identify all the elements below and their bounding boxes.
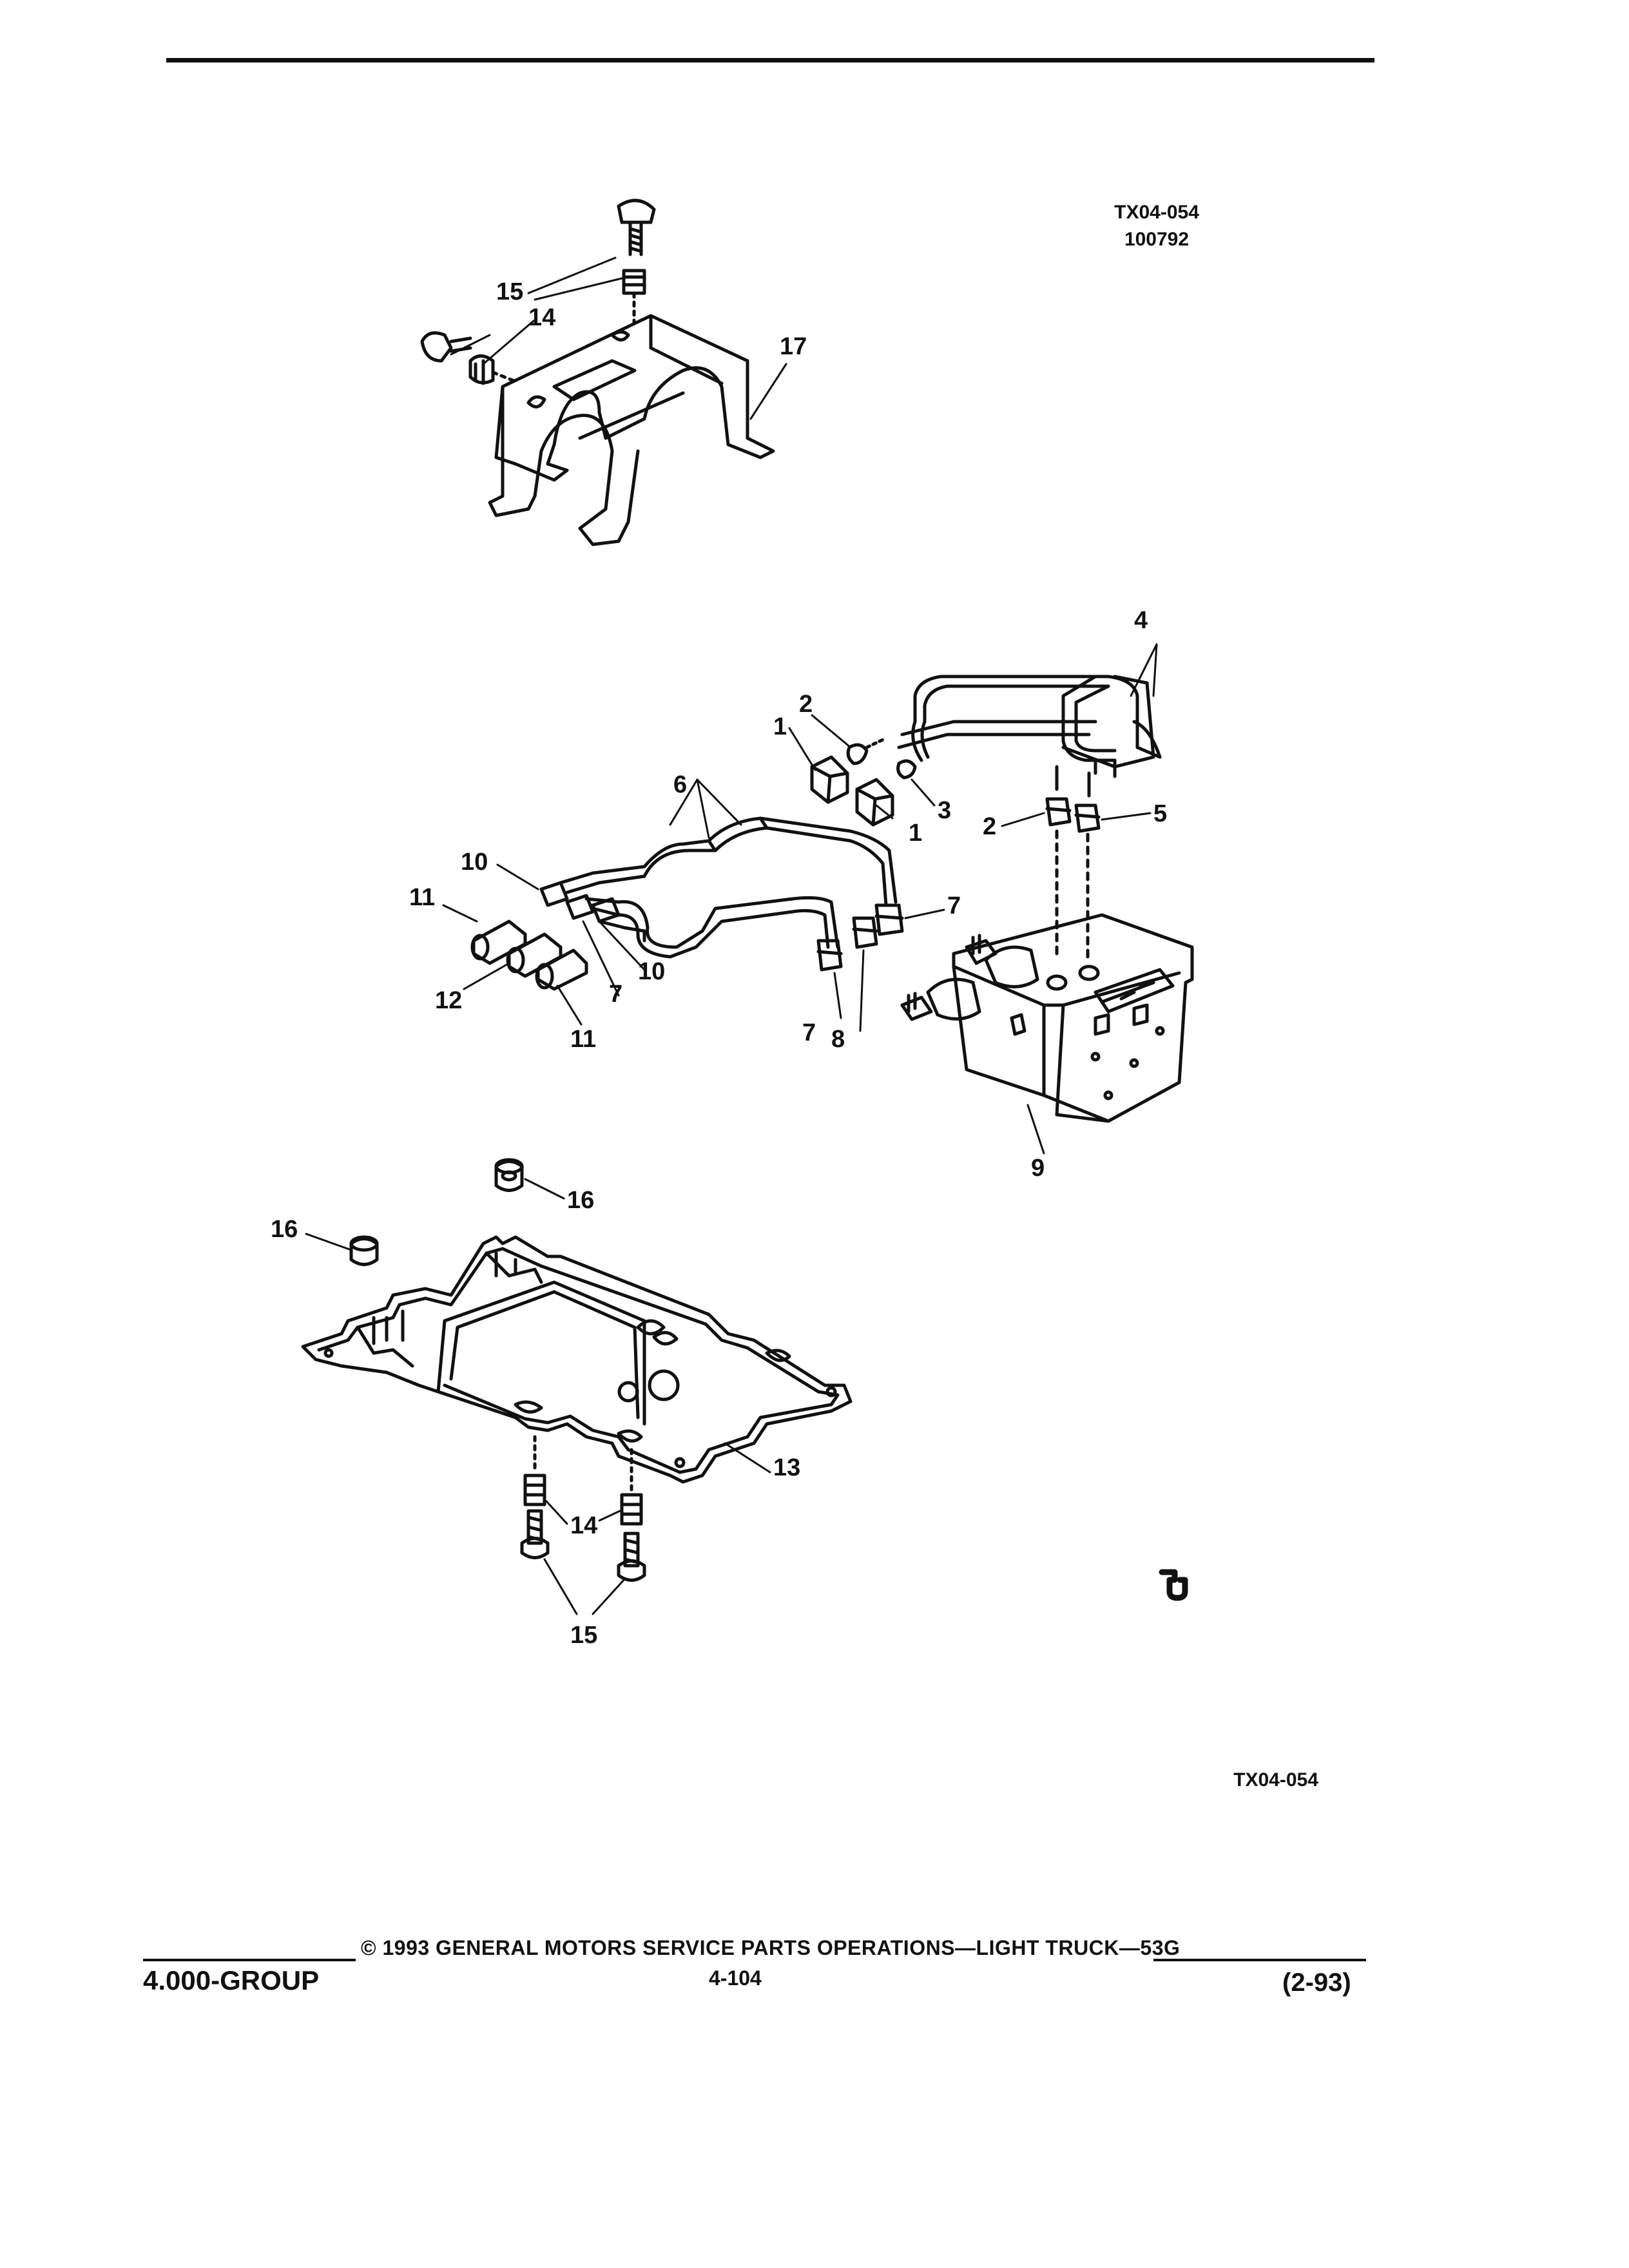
callout-14-top: 14 (528, 304, 555, 331)
fitting-2-mid (1045, 797, 1072, 827)
bracket-nut-14-side (468, 354, 517, 385)
callout-15-top: 15 (496, 278, 523, 305)
illustration-date: 100792 (1124, 229, 1190, 250)
callout-12: 12 (435, 987, 462, 1014)
fitting-8 (852, 916, 878, 949)
callout-4: 4 (1134, 607, 1148, 634)
top-rule (166, 58, 1374, 62)
fitting-10-lower (591, 897, 621, 923)
plate-nut-14-right (620, 1448, 643, 1526)
bracket-nut-14-top (622, 269, 646, 324)
callout-1-upper: 1 (773, 713, 787, 740)
grommet-16-left (349, 1235, 379, 1266)
callout-3: 3 (938, 797, 951, 824)
tube-nut-1-lower (855, 778, 894, 827)
callout-11-left: 11 (409, 884, 435, 911)
fitting-7-left (565, 894, 595, 920)
callout-16-top: 16 (567, 1187, 594, 1214)
callout-8: 8 (831, 1026, 845, 1053)
brake-pipes-6 (559, 816, 898, 959)
plate-nut-14-left (523, 1435, 546, 1506)
tube-nut-1-upper (810, 755, 849, 804)
callout-14-bottom: 14 (570, 1512, 597, 1539)
bracket-bolt-15-top (617, 198, 656, 256)
callout-5: 5 (1153, 800, 1167, 827)
footer-rule-right (1153, 1959, 1366, 1961)
pipe-dashes-to-valve (1055, 829, 1090, 962)
footer-group: 4.000-GROUP (143, 1965, 320, 1995)
callout-1-lower: 1 (909, 820, 922, 847)
grommet-16-top (494, 1158, 524, 1192)
valve-leader (1027, 1104, 1045, 1155)
tube-nut-11-right (535, 948, 588, 991)
callout-15-bottom: 15 (570, 1622, 597, 1649)
callout-13: 13 (773, 1454, 800, 1481)
fitting-7-lower (816, 939, 843, 972)
mounting-bracket (488, 314, 775, 546)
callout-17: 17 (780, 333, 807, 360)
seat-2-upper (846, 738, 885, 765)
modulator-valve-assembly (900, 913, 1194, 1123)
callout-7-right: 7 (947, 892, 961, 919)
callout-10-upper: 10 (461, 849, 488, 876)
callout-9: 9 (1031, 1155, 1045, 1182)
bracket-leaders (450, 256, 787, 420)
callout-7-lower: 7 (802, 1019, 816, 1046)
illustration-code: TX04-054 (1114, 202, 1199, 223)
figure-code-bottom: TX04-054 (1233, 1769, 1318, 1791)
footer-page-number: 4-104 (709, 1966, 762, 1990)
plate-leaders (305, 1178, 771, 1615)
callout-16-left: 16 (271, 1216, 298, 1243)
callout-11-right: 11 (570, 1026, 596, 1053)
seat-3 (896, 759, 917, 780)
bracket-bolt-15-side (420, 331, 472, 363)
callout-7-mid: 7 (609, 981, 622, 1008)
tube-nut-11-left (470, 919, 527, 965)
footer-copyright: © 1993 GENERAL MOTORS SERVICE PARTS OPER… (361, 1936, 1181, 1959)
callout-2-mid: 2 (983, 813, 996, 840)
callout-6: 6 (673, 771, 687, 798)
footer-revision: (2-93) (1282, 1968, 1351, 1997)
mounting-plate (301, 1235, 853, 1484)
callout-10-lower: 10 (638, 958, 665, 985)
callout-2-upper: 2 (799, 691, 813, 718)
callout-labels: 15 14 17 4 2 1 6 3 2 1 5 10 11 7 10 7 12… (271, 278, 1167, 1649)
pipe-leaders (442, 643, 1158, 1032)
fitting-7-upper (874, 903, 904, 936)
brake-pipes-4 (897, 675, 1162, 798)
gm-service-parts-logo-icon (1159, 1569, 1188, 1601)
fitting-10-upper (539, 881, 569, 907)
fitting-5 (1074, 803, 1101, 833)
footer-rule-left (143, 1959, 356, 1961)
plate-bolt-15-left (520, 1509, 550, 1559)
plate-bolt-15-right (617, 1532, 646, 1582)
